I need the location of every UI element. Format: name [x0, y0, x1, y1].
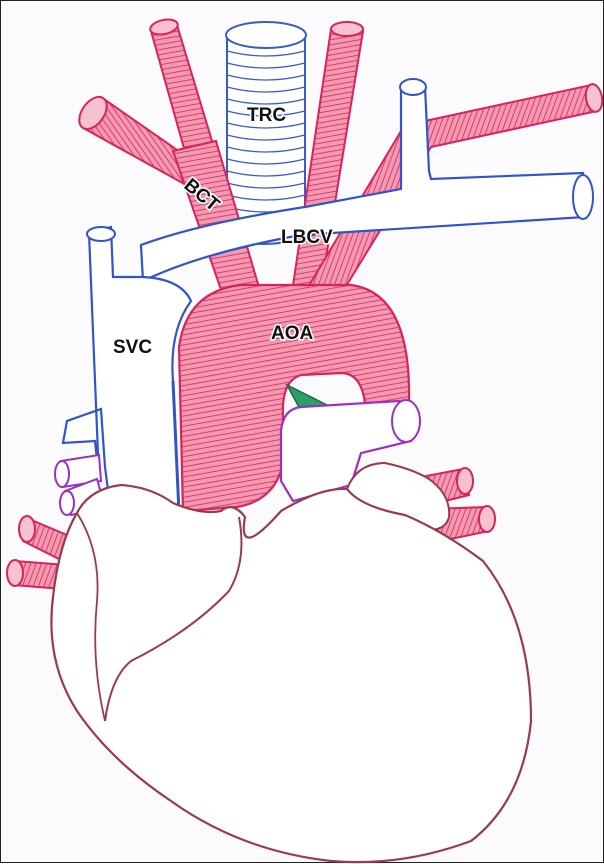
heart — [51, 485, 531, 862]
label-trc: TRC — [247, 105, 286, 126]
label-aoa: AOA — [271, 323, 314, 344]
label-lbcv: LBCV — [281, 227, 333, 248]
label-svc: SVC — [113, 337, 152, 358]
